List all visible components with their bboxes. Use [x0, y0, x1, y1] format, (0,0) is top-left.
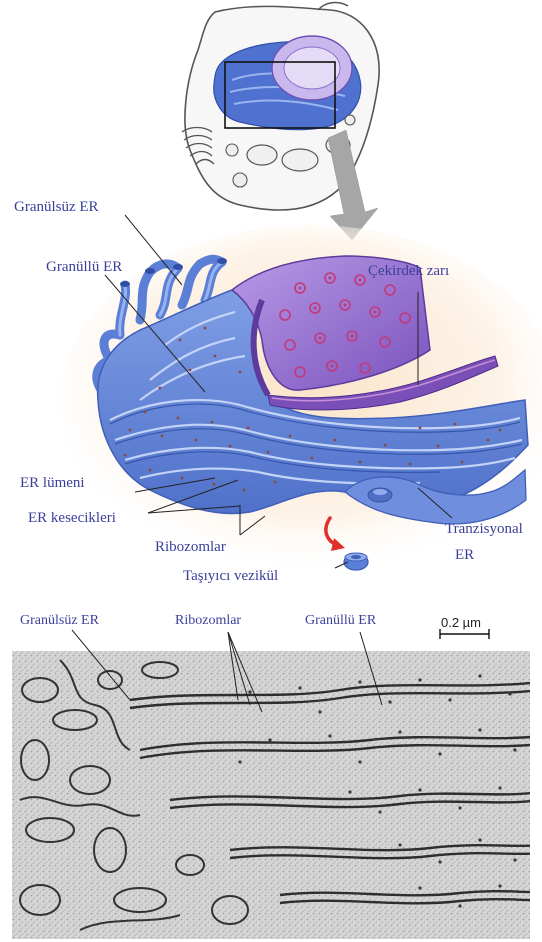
label-transitional-er-line2: ER [455, 546, 474, 564]
label-ribosomes: Ribozomlar [155, 538, 226, 556]
label-er-lumen: ER lümeni [20, 474, 85, 492]
scale-bar-label: 0.2 µm [441, 614, 481, 632]
label-transitional-er-line1: Tranzisyonal [445, 520, 523, 538]
label-transport-vesicle: Taşıyıcı vezikül [183, 567, 278, 585]
label-rough-er: Granüllü ER [46, 258, 122, 276]
em-label-ribosomes: Ribozomlar [175, 612, 241, 630]
label-er-cisternae: ER kesecikleri [28, 509, 116, 527]
em-label-smooth-er: Granülsüz ER [20, 612, 99, 630]
em-label-rough-er: Granüllü ER [305, 612, 376, 630]
label-smooth-er: Granülsüz ER [14, 198, 99, 216]
transport-vesicle [344, 553, 368, 570]
electron-micrograph [12, 629, 540, 939]
label-nuclear-envelope: Çekirdek zarı [368, 262, 449, 280]
cell-overview [182, 3, 379, 240]
